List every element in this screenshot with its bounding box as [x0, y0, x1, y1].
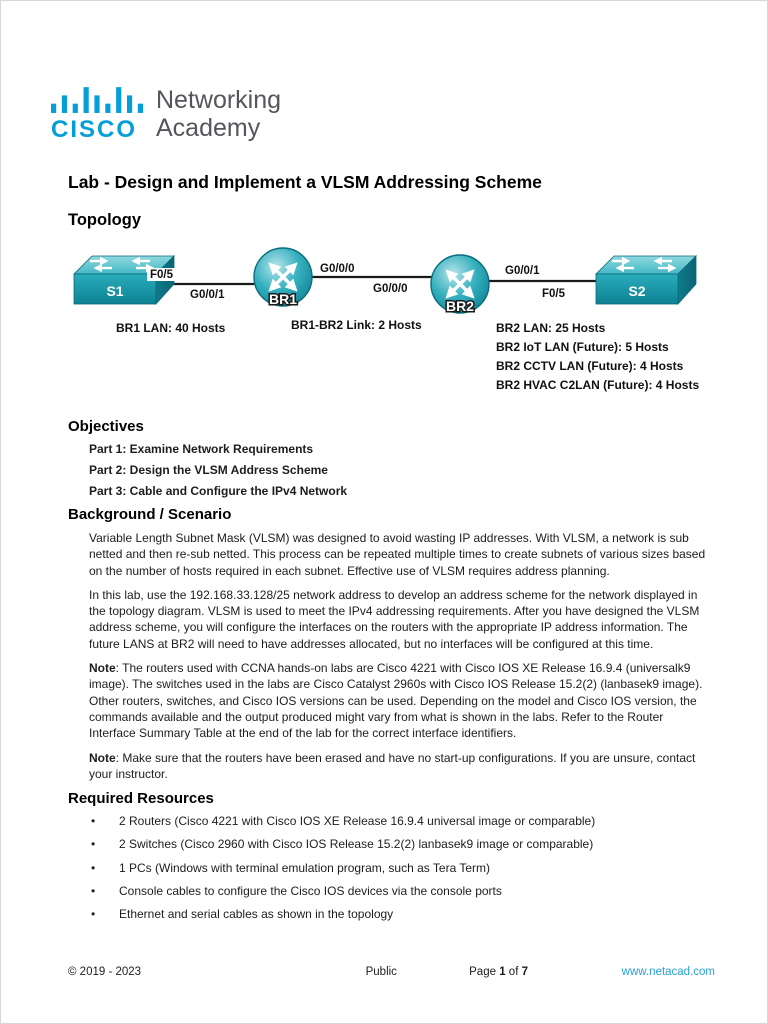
switch-arrows-icon	[90, 256, 155, 273]
annotation-br2-cctv: BR2 CCTV LAN (Future): 4 Hosts	[496, 359, 684, 373]
logo-line-academy: Academy	[156, 114, 261, 142]
logo-line-networking: Networking	[156, 86, 282, 114]
page-number: 1	[499, 966, 506, 978]
resource-item: Console cables to configure the Cisco IO…	[91, 883, 701, 900]
port-label-br2-g000: G0/0/0	[373, 283, 408, 295]
document-title: Lab - Design and Implement a VLSM Addres…	[68, 172, 542, 192]
resource-text: Console cables to configure the Cisco IO…	[119, 884, 502, 899]
port-label-bg	[147, 268, 180, 281]
objectives-heading: Objectives	[68, 418, 144, 435]
background-heading: Background / Scenario	[68, 506, 232, 523]
background-note-2: Note: Make sure that the routers have be…	[89, 750, 709, 783]
resource-text: 1 PCs (Windows with terminal emulation p…	[119, 860, 491, 875]
switch-s2-label: S2	[628, 283, 645, 299]
objective-part-3: Part 3: Cable and Configure the IPv4 Net…	[89, 484, 348, 498]
resources-heading: Required Resources	[68, 790, 214, 808]
switch-s1-label: S1	[106, 283, 123, 299]
note-text: : The routers used with CCNA hands-on la…	[89, 661, 703, 741]
switch-arrows-icon	[612, 256, 677, 273]
document-body: Lab - Design and Implement a VLSM Addres…	[1, 172, 767, 923]
annotation-br2-hvac: BR2 HVAC C2LAN (Future): 4 Hosts	[496, 378, 699, 392]
cisco-bridge-bars-icon	[51, 87, 143, 113]
resource-item: 2 Routers (Cisco 4221 with Cisco IOS XE …	[91, 813, 701, 830]
switch-s2-icon: S2	[595, 255, 697, 306]
resource-text: 2 Routers (Cisco 4221 with Cisco IOS XE …	[119, 814, 596, 829]
router-br1-icon: BR1	[253, 247, 313, 309]
router-br2-label: BR2	[446, 298, 474, 314]
page-total: 7	[521, 966, 528, 978]
classification-label: Public	[365, 966, 397, 978]
annotation-br1-br2-link: BR1-BR2 Link: 2 Hosts	[291, 318, 422, 332]
note-label: Note	[89, 661, 116, 676]
academy-wordmark: Networking Academy	[156, 86, 281, 142]
router-br2-icon: BR2	[430, 254, 490, 316]
router-arrows-icon	[268, 262, 298, 292]
port-label-br1-g000: G0/0/0	[320, 263, 355, 275]
page-footer: © 2019 - 2023 Public Page 1 of 7 www.net…	[68, 966, 715, 982]
port-labels: F0/5 G0/0/1 G0/0/0 G0/0/0 G0/0/1 F0/5	[147, 263, 566, 301]
port-label-s2-f05: F0/5	[542, 288, 566, 300]
background-paragraph-1: Variable Length Subnet Mask (VLSM) was d…	[89, 531, 706, 578]
router-arrows-icon	[445, 269, 475, 299]
of-label: of	[508, 966, 519, 978]
page-indicator: Page 1 of 7	[469, 966, 528, 978]
objective-part-1: Part 1: Examine Network Requirements	[89, 442, 314, 456]
copyright-text: © 2019 - 2023	[68, 966, 142, 978]
page-label: Page	[469, 966, 496, 978]
router-br1-label: BR1	[269, 291, 297, 307]
port-label-s1-f05: F0/5	[150, 269, 174, 281]
cisco-wordmark: CISCO	[51, 116, 138, 143]
background-note-1: Note: The routers used with CCNA hands-o…	[89, 660, 709, 741]
annotation-br1-lan: BR1 LAN: 40 Hosts	[116, 321, 226, 335]
resource-item: Ethernet and serial cables as shown in t…	[91, 906, 701, 923]
annotation-br2-iot: BR2 IoT LAN (Future): 5 Hosts	[496, 340, 669, 354]
netacad-link[interactable]: www.netacad.com	[621, 966, 715, 978]
port-label-br2-g001: G0/0/1	[505, 265, 540, 277]
resource-text: 2 Switches (Cisco 2960 with Cisco IOS Re…	[119, 837, 594, 852]
topology-heading: Topology	[68, 211, 142, 229]
topology-diagram: S1 S2	[73, 247, 699, 392]
resource-text: Ethernet and serial cables as shown in t…	[119, 907, 394, 922]
background-paragraph-2: In this lab, use the 192.168.33.128/25 n…	[89, 587, 700, 651]
port-label-br1-g001: G0/0/1	[190, 289, 225, 301]
annotation-br2-lan: BR2 LAN: 25 Hosts	[496, 321, 606, 335]
resource-item: 2 Switches (Cisco 2960 with Cisco IOS Re…	[91, 836, 701, 853]
note-text: : Make sure that the routers have been e…	[89, 750, 696, 781]
cisco-logo-block: CISCO	[51, 85, 143, 144]
cisco-networking-academy-logo: CISCO Networking Academy	[51, 85, 767, 144]
resource-item: 1 PCs (Windows with terminal emulation p…	[91, 860, 701, 877]
resources-list: 2 Routers (Cisco 4221 with Cisco IOS XE …	[91, 813, 701, 923]
lan-annotations: BR1 LAN: 40 Hosts BR1-BR2 Link: 2 Hosts …	[116, 318, 699, 392]
note-label: Note	[89, 750, 116, 765]
objective-part-2: Part 2: Design the VLSM Address Scheme	[89, 463, 328, 477]
